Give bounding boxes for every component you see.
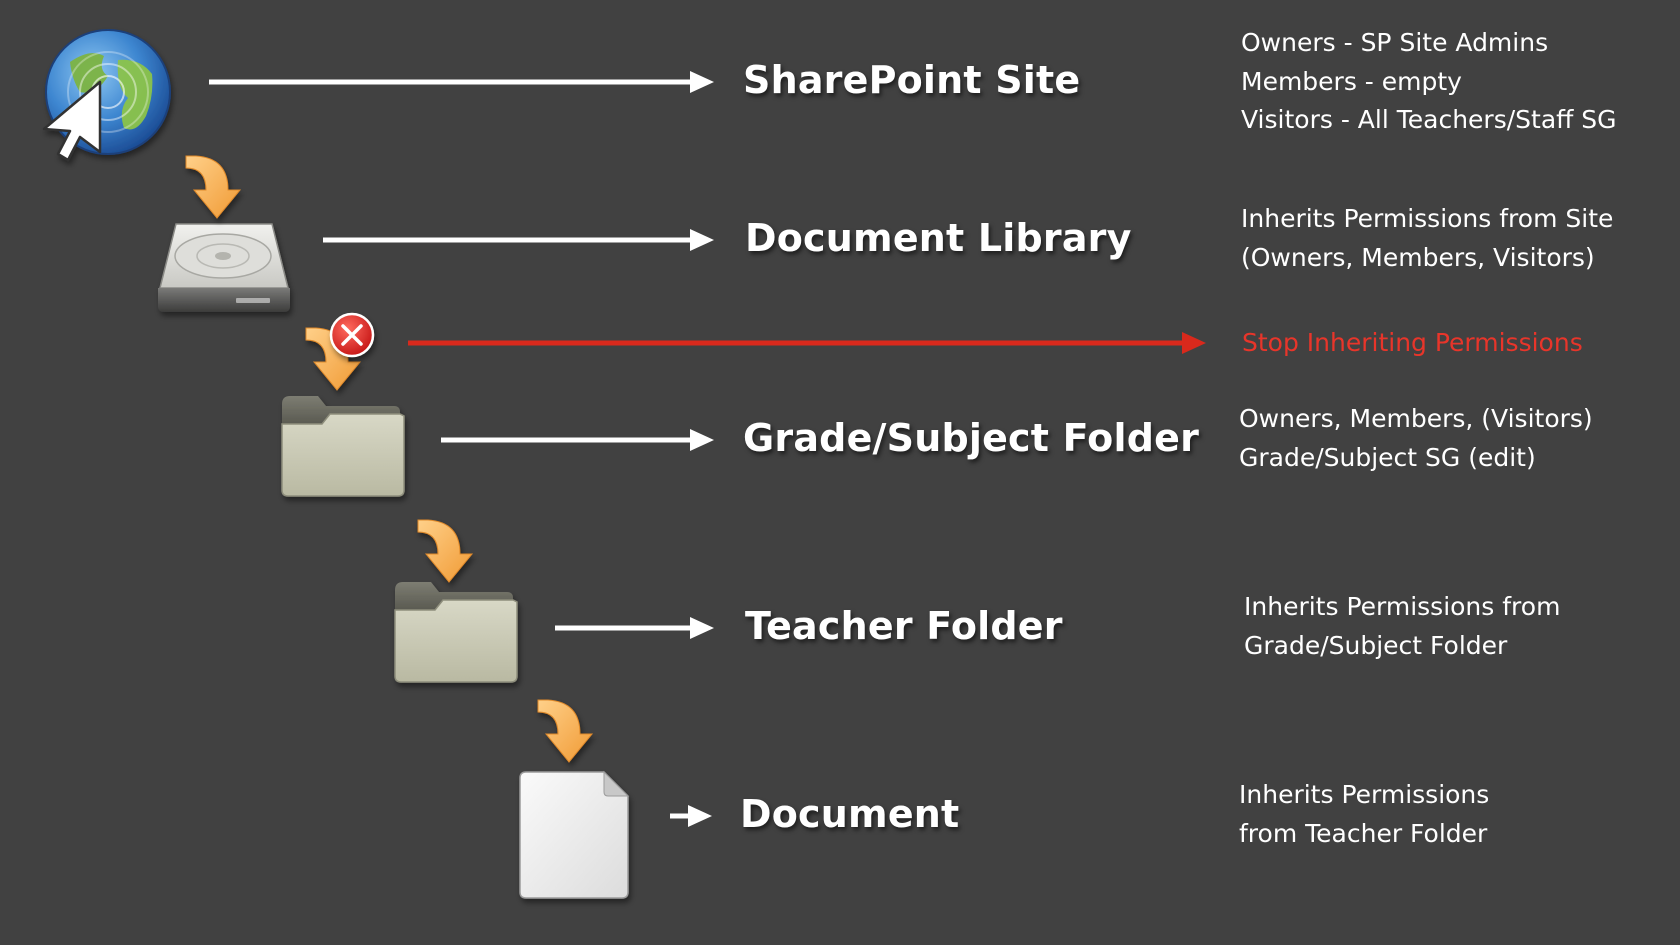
permission-note-sharepoint-site: Owners - SP Site Admins Members - empty … <box>1241 24 1617 140</box>
level-label-grade-subject-folder: Grade/Subject Folder <box>743 416 1200 460</box>
note-line: Inherits Permissions from <box>1244 592 1561 621</box>
folder-icon <box>281 395 405 497</box>
note-line: Inherits Permissions <box>1239 780 1490 809</box>
hard-drive-icon <box>158 223 290 312</box>
note-line: Owners, Members, (Visitors) <box>1239 404 1593 433</box>
permission-note-grade-subject-folder: Owners, Members, (Visitors) Grade/Subjec… <box>1239 400 1593 477</box>
level-label-sharepoint-site: SharePoint Site <box>743 58 1081 102</box>
connector-arrow <box>323 229 714 251</box>
level-label-document-library: Document Library <box>745 216 1132 260</box>
stop-inheritance-arrow <box>408 332 1206 354</box>
note-line: Members - empty <box>1241 66 1462 96</box>
inherit-arrow-icon <box>185 155 241 219</box>
connector-arrow <box>209 71 714 93</box>
inherit-arrow-icon <box>417 519 473 583</box>
stop-inheriting-permissions-label: Stop Inheriting Permissions <box>1242 328 1583 357</box>
note-line: Grade/Subject Folder <box>1244 630 1508 660</box>
folder-icon <box>394 581 518 683</box>
globe-cursor-icon <box>42 29 171 162</box>
inherit-arrow-icon <box>537 699 593 763</box>
stop-x-icon <box>329 312 375 358</box>
connector-arrow <box>555 617 714 639</box>
note-line: Inherits Permissions from Site <box>1241 204 1614 233</box>
note-line: Visitors - All Teachers/Staff SG <box>1241 105 1617 134</box>
note-line: (Owners, Members, Visitors) <box>1241 242 1595 272</box>
level-label-teacher-folder: Teacher Folder <box>745 604 1063 648</box>
connector-arrow <box>441 429 714 451</box>
note-line: from Teacher Folder <box>1239 818 1488 848</box>
level-label-document: Document <box>740 792 960 836</box>
permission-note-teacher-folder: Inherits Permissions from Grade/Subject … <box>1244 588 1560 665</box>
document-icon <box>519 770 630 899</box>
permission-note-document: Inherits Permissions from Teacher Folder <box>1239 776 1489 853</box>
note-line: Grade/Subject SG (edit) <box>1239 442 1536 472</box>
note-line: Owners - SP Site Admins <box>1241 28 1549 57</box>
connector-arrow <box>670 805 712 827</box>
permission-note-document-library: Inherits Permissions from Site (Owners, … <box>1241 200 1613 277</box>
